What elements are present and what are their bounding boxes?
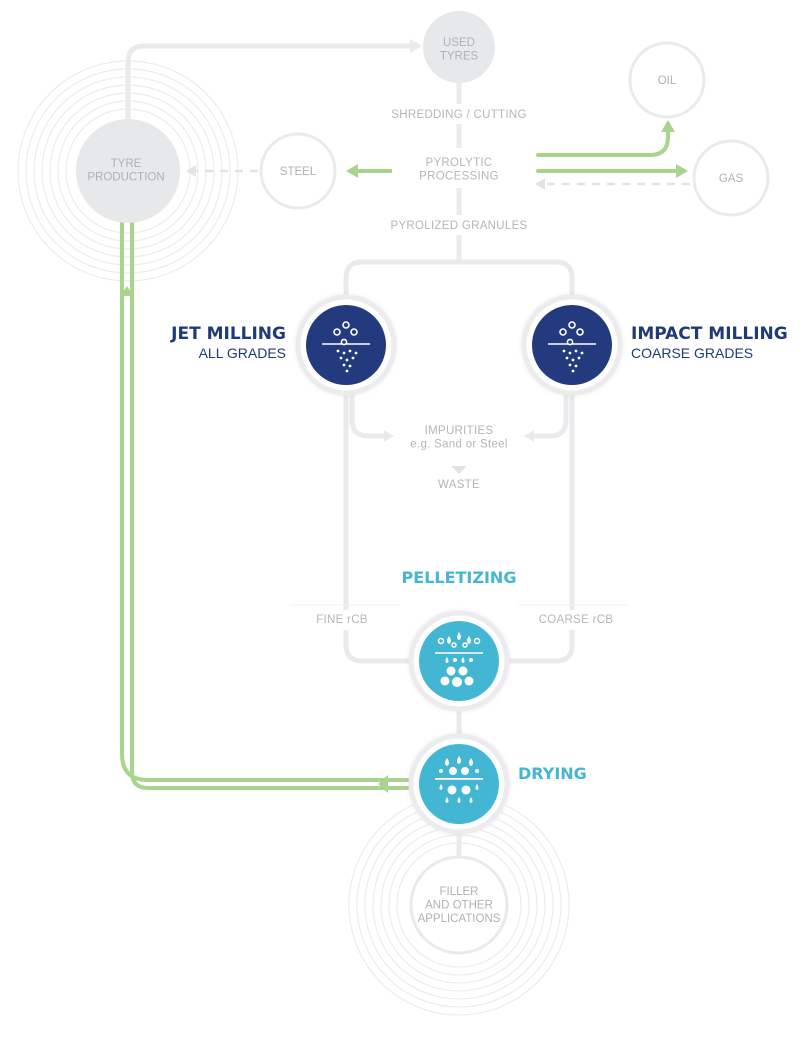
node-oil: OIL [628, 41, 706, 119]
steel-label: STEEL [280, 166, 317, 178]
jet-milling-node [295, 294, 397, 396]
impact-milling-icon [548, 321, 596, 346]
node-steel: STEEL [259, 132, 337, 210]
pelletizing-title: PELLETIZING [402, 568, 517, 587]
oil-label: OIL [658, 75, 677, 87]
node-gas: GAS [692, 139, 770, 217]
impact-milling-title: IMPACT MILLING [631, 324, 788, 344]
coarse-rcb-label: COARSE rCB [539, 614, 614, 626]
drying-icon [435, 756, 483, 803]
pelletizing-node [408, 610, 510, 712]
fine-rcb-label: FINE rCB [316, 614, 368, 626]
drying-node [408, 733, 510, 835]
pelletizing-icon [435, 632, 483, 687]
dashed-arrows [186, 165, 690, 190]
drying-title: DRYING [518, 764, 587, 783]
gas-label: GAS [719, 173, 744, 185]
green-flows [120, 120, 688, 793]
jet-milling-sub: ALL GRADES [199, 345, 286, 361]
jet-milling-title: JET MILLING [170, 324, 286, 344]
pyrolized-label: PYROLIZED GRANULES [390, 220, 527, 232]
jet-milling-icon [322, 321, 370, 346]
shredding-label: SHREDDING / CUTTING [391, 109, 526, 121]
waste-label: WASTE [438, 479, 480, 491]
impact-milling-node [521, 294, 623, 396]
impact-milling-sub: COARSE GRADES [631, 345, 753, 361]
